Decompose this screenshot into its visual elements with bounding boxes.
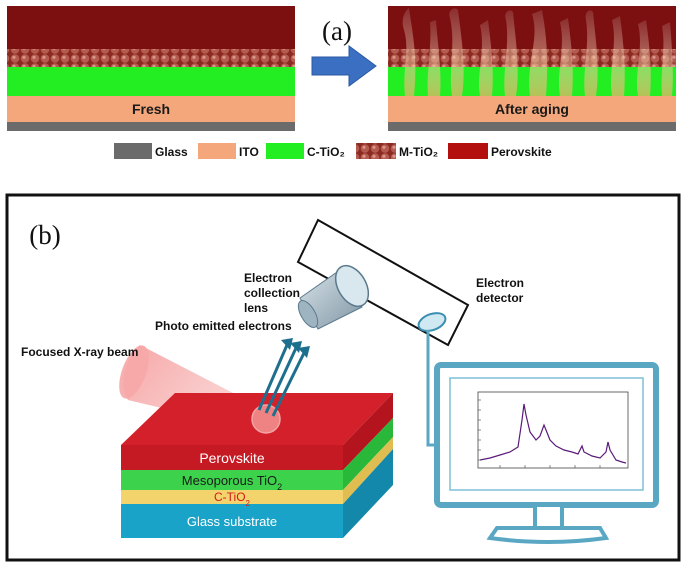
legend-swatch-glass <box>114 143 152 159</box>
monitor-screen <box>449 377 644 491</box>
layer-meso-tio2 <box>121 470 343 490</box>
fresh-perovskite-layer <box>7 6 295 49</box>
xray-beam-label: Focused X-ray beam <box>21 345 138 359</box>
legend-label-perovskite: Perovskite <box>491 145 552 159</box>
xray-spot <box>251 404 281 434</box>
fresh-glass-layer <box>7 122 295 131</box>
legend: Glass ITO C-TiO₂ M-TiO₂ Perovskite <box>114 143 552 159</box>
aged-stack: After aging <box>388 6 676 131</box>
layer-label-glass: Glass substrate <box>187 514 277 529</box>
fresh-mtio2-layer <box>7 49 295 67</box>
stack-side-yellow <box>343 437 393 504</box>
sample-stack: Perovskite Mesoporous TiO2 C-TiO2 Glass … <box>121 393 393 538</box>
photo-electrons-label: Photo emitted electrons <box>155 319 292 333</box>
stack-side-green <box>343 418 393 490</box>
layer-perovskite <box>121 445 343 470</box>
stack-side-red <box>343 393 393 470</box>
aged-glass-layer <box>388 122 676 131</box>
layer-label-ctio: C-TiO2 <box>214 490 251 508</box>
electron-collection-lens <box>297 264 370 330</box>
layer-c-tio2 <box>121 490 343 504</box>
aged-label: After aging <box>495 101 569 117</box>
xps-spectrum-line <box>479 403 627 464</box>
panel-a-label: (a) <box>322 16 352 46</box>
monitor-neck <box>533 503 564 530</box>
xray-beam-source <box>119 345 149 399</box>
lens-label-line3: lens <box>244 301 268 315</box>
panel-b-frame <box>5 193 681 562</box>
layer-glass-substrate <box>121 504 343 538</box>
monitor-base <box>486 526 610 544</box>
aged-ito-layer <box>388 96 676 122</box>
lens-label-line2: collection <box>244 286 300 300</box>
fresh-label: Fresh <box>132 101 170 117</box>
layer-label-meso: Mesoporous TiO2 <box>182 473 282 492</box>
detector-label-line2: detector <box>476 291 524 305</box>
degradation-plumes <box>402 8 673 97</box>
fresh-ctio2-layer <box>7 67 295 96</box>
legend-label-ito: ITO <box>239 145 259 159</box>
aging-arrow <box>311 45 377 87</box>
panel-a: Fresh (a) <box>7 6 676 159</box>
legend-swatch-ctio2 <box>266 143 304 159</box>
stack-side-blue <box>343 449 393 538</box>
legend-label-mtio2: M-TiO₂ <box>399 145 438 159</box>
legend-label-glass: Glass <box>155 145 188 159</box>
panel-b: (b) Perovskite <box>5 193 681 562</box>
photoelectron-arrows <box>257 338 310 417</box>
legend-label-ctio2: C-TiO₂ <box>307 145 345 159</box>
legend-swatch-ito <box>198 143 236 159</box>
fresh-ito-layer <box>7 96 295 122</box>
detector-label-line1: Electron <box>476 276 524 290</box>
detector-arm <box>296 218 470 347</box>
fresh-stack: Fresh <box>7 6 295 131</box>
computer-monitor <box>434 362 659 544</box>
legend-swatch-perovskite <box>448 143 488 159</box>
xps-spectrum-thumbnail <box>477 391 629 469</box>
legend-swatch-mtio2 <box>356 143 396 159</box>
panel-b-label: (b) <box>29 220 60 250</box>
layer-label-perovskite: Perovskite <box>199 450 265 466</box>
electron-detector <box>417 312 447 332</box>
lens-label-line1: Electron <box>244 271 292 285</box>
